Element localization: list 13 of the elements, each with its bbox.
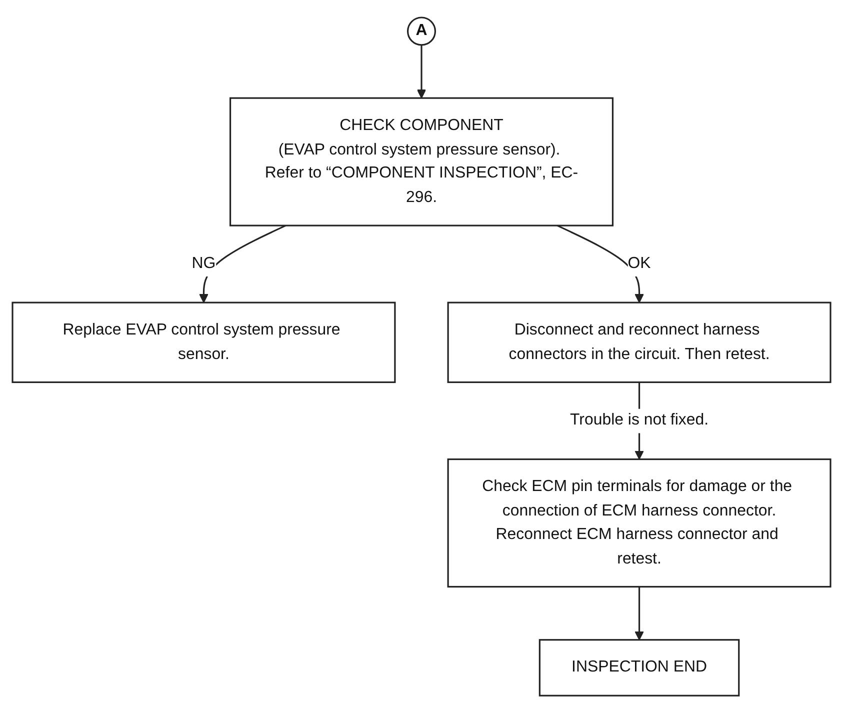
node-box: CHECK COMPONENT (EVAP control system pressure sensor). Refer to “COMPONENT INSPECTION”, EC-296.: [229, 98, 614, 227]
node-box: Check ECM pin terminals for damage or the connection of ECM harness connector. Reconnect ECM harness connector and retest.: [447, 458, 832, 588]
node-box: INSPECTION END: [538, 640, 740, 697]
node-circle: A: [406, 17, 436, 46]
node-box: Replace EVAP control system pressure sensor.: [12, 302, 396, 384]
edge-label: NG: [192, 254, 216, 273]
node-box: Disconnect and reconnect harness connectors in the circuit. Then retest.: [447, 302, 832, 384]
arrow: [634, 587, 644, 641]
edge-label: OK: [628, 254, 651, 273]
arrow: [416, 45, 426, 99]
edge-label: Trouble is not fixed.: [570, 411, 709, 430]
arrow: [199, 225, 286, 304]
arrow: [556, 225, 644, 304]
